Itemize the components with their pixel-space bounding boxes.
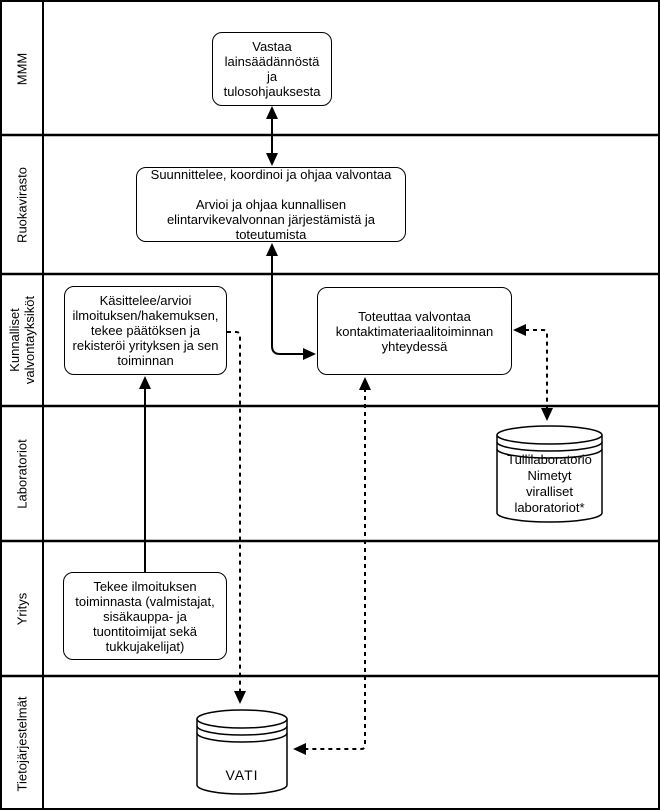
- connector-ruokavirasto-toteuttaa: [266, 243, 316, 360]
- lane-label-text: Ruokavirasto: [14, 166, 30, 243]
- node-text: Toteuttaa valvontaa kontaktimateriaalito…: [335, 308, 494, 354]
- connector-kasittelee-vati: [227, 331, 246, 704]
- node-suunnittelee-koordinoi: Suunnittelee, koordinoi ja ohjaa valvont…: [136, 167, 406, 242]
- lane-label-ruokavirasto: Ruokavirasto: [2, 135, 42, 274]
- lane-label-mmm: MMM: [2, 2, 42, 135]
- database-laboratoriot-label: Tullilaboratorio Nimetyt viralliset labo…: [507, 452, 592, 515]
- lane-label-kunnalliset-valvontayksikot: Kunnalliset valvontayksiköt: [2, 274, 42, 406]
- database-vati-shape: [196, 709, 288, 795]
- lane-label-text: Laboratoriot: [14, 438, 30, 509]
- database-vati-label: VATI: [225, 767, 259, 783]
- node-text: Käsittelee/arvioi ilmoituksen/hakemuksen…: [72, 293, 219, 368]
- connector-yritys-kasittelee: [139, 376, 151, 572]
- node-vastaa-lainsaadannosta: Vastaa lainsäädännöstä ja tulosohjaukses…: [212, 32, 332, 106]
- connector-mmm-ruokavirasto: [266, 106, 278, 166]
- lane-label-text: MMM: [14, 52, 30, 85]
- lane-label-yritys: Yritys: [2, 541, 42, 676]
- node-text: Tekee ilmoituksen toiminnasta (valmistaj…: [75, 578, 215, 654]
- node-tekee-ilmoituksen: Tekee ilmoituksen toiminnasta (valmistaj…: [63, 572, 227, 660]
- node-text: Vastaa lainsäädännöstä ja tulosohjaukses…: [223, 39, 321, 99]
- node-kasittelee-arvioi: Käsittelee/arvioi ilmoituksen/hakemuksen…: [64, 286, 227, 375]
- lane-separators: [2, 133, 658, 678]
- database-laboratoriot-shape: [496, 425, 603, 523]
- lane-label-tietojarjestelmat: Tietojärjestelmät: [2, 676, 42, 808]
- node-toteuttaa-valvontaa: Toteuttaa valvontaa kontaktimateriaalito…: [317, 287, 512, 375]
- lane-label-laboratoriot: Laboratoriot: [2, 406, 42, 541]
- lane-label-text: Kunnalliset valvontayksiköt: [7, 295, 37, 385]
- node-text: Suunnittelee, koordinoi ja ohjaa valvont…: [150, 167, 392, 242]
- lane-label-text: Yritys: [14, 592, 30, 625]
- connector-toteuttaa-laboratoriot: [513, 324, 553, 421]
- lane-label-text: Tietojärjestelmät: [14, 696, 30, 792]
- connector-toteuttaa-vati: [293, 377, 371, 755]
